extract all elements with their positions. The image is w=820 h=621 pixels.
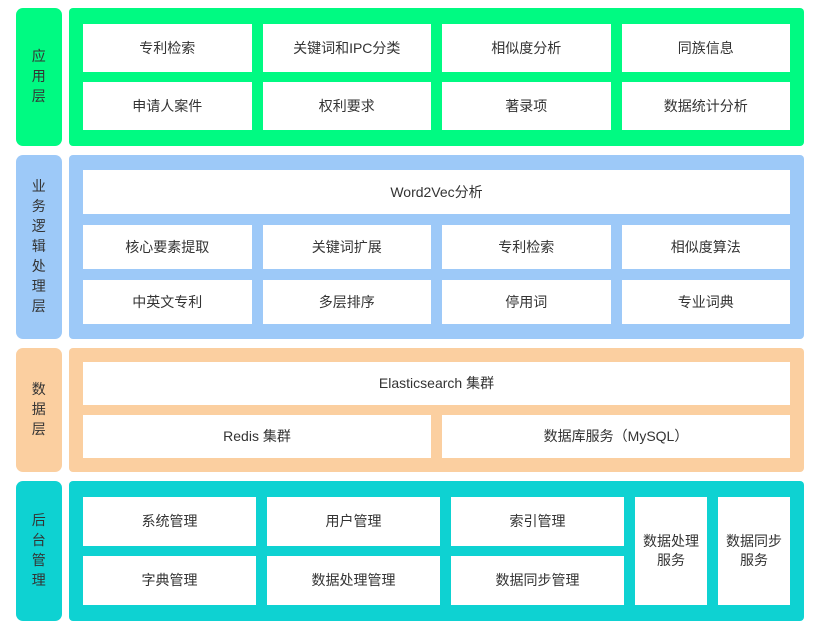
module-box[interactable]: 数据处理管理 [267, 556, 440, 605]
module-box[interactable]: Redis 集群 [83, 415, 431, 458]
module-box[interactable]: 专利检索 [442, 225, 611, 269]
layer-business-logic: 业务逻辑处理层 Word2Vec分析 核心要素提取 关键词扩展 专利检索 相似度… [16, 155, 804, 339]
module-box[interactable]: 数据统计分析 [621, 82, 790, 130]
module-box[interactable]: 关键词扩展 [262, 225, 431, 269]
module-box[interactable]: 申请人案件 [83, 82, 252, 130]
layer-label-data: 数据层 [16, 348, 62, 472]
admin-grid: 系统管理 用户管理 索引管理 字典管理 数据处理管理 数据同步管理 [83, 497, 624, 605]
layer-row: 字典管理 数据处理管理 数据同步管理 [83, 556, 624, 605]
layer-panel-admin: 系统管理 用户管理 索引管理 字典管理 数据处理管理 数据同步管理 数据处理服务… [69, 481, 804, 621]
layer-label-application: 应用层 [16, 8, 62, 146]
layer-label-business-logic-text: 业务逻辑处理层 [31, 178, 47, 314]
layer-admin: 后台管理 系统管理 用户管理 索引管理 字典管理 数据处理管理 数据同步管理 [16, 481, 804, 621]
layer-label-admin-text: 后台管理 [31, 512, 47, 588]
module-box[interactable]: 相似度算法 [621, 225, 790, 269]
module-box[interactable]: 索引管理 [451, 497, 624, 546]
module-box[interactable]: 多层排序 [262, 280, 431, 324]
module-box[interactable]: 专业词典 [621, 280, 790, 324]
layer-row: 中英文专利 多层排序 停用词 专业词典 [83, 280, 790, 324]
layer-row: 申请人案件 权利要求 著录项 数据统计分析 [83, 82, 790, 130]
layer-panel-application: 专利检索 关键词和IPC分类 相似度分析 同族信息 申请人案件 权利要求 著录项… [69, 8, 804, 146]
service-box[interactable]: 数据处理服务 [635, 497, 707, 605]
admin-body: 系统管理 用户管理 索引管理 字典管理 数据处理管理 数据同步管理 数据处理服务… [83, 497, 790, 605]
module-box[interactable]: 用户管理 [267, 497, 440, 546]
module-box[interactable]: 停用词 [442, 280, 611, 324]
module-box[interactable]: 字典管理 [83, 556, 256, 605]
layer-panel-data: Elasticsearch 集群 Redis 集群 数据库服务（MySQL） [69, 348, 804, 472]
module-box[interactable]: 中英文专利 [83, 280, 252, 324]
layer-row: Redis 集群 数据库服务（MySQL） [83, 415, 790, 458]
admin-service-column: 数据处理服务 数据同步服务 [635, 497, 790, 605]
layer-label-application-text: 应用层 [31, 48, 47, 104]
module-box-wide[interactable]: Elasticsearch 集群 [83, 362, 790, 405]
module-box[interactable]: 关键词和IPC分类 [262, 24, 431, 72]
module-box[interactable]: 数据库服务（MySQL） [442, 415, 790, 458]
module-box[interactable]: 系统管理 [83, 497, 256, 546]
layer-label-admin: 后台管理 [16, 481, 62, 621]
layer-label-data-text: 数据层 [31, 381, 47, 437]
service-box[interactable]: 数据同步服务 [718, 497, 790, 605]
module-box-wide[interactable]: Word2Vec分析 [83, 170, 790, 214]
layer-row: 专利检索 关键词和IPC分类 相似度分析 同族信息 [83, 24, 790, 72]
module-box[interactable]: 著录项 [442, 82, 611, 130]
layer-row: 核心要素提取 关键词扩展 专利检索 相似度算法 [83, 225, 790, 269]
module-box[interactable]: 数据同步管理 [451, 556, 624, 605]
module-box[interactable]: 核心要素提取 [83, 225, 252, 269]
layer-data: 数据层 Elasticsearch 集群 Redis 集群 数据库服务（MySQ… [16, 348, 804, 472]
module-box[interactable]: 专利检索 [83, 24, 252, 72]
layer-row: 系统管理 用户管理 索引管理 [83, 497, 624, 546]
module-box[interactable]: 权利要求 [262, 82, 431, 130]
module-box[interactable]: 相似度分析 [442, 24, 611, 72]
module-box[interactable]: 同族信息 [621, 24, 790, 72]
layer-row: Elasticsearch 集群 [83, 362, 790, 405]
layer-label-business-logic: 业务逻辑处理层 [16, 155, 62, 339]
layer-row: Word2Vec分析 [83, 170, 790, 214]
layer-application: 应用层 专利检索 关键词和IPC分类 相似度分析 同族信息 申请人案件 权利要求… [16, 8, 804, 146]
layer-panel-business-logic: Word2Vec分析 核心要素提取 关键词扩展 专利检索 相似度算法 中英文专利… [69, 155, 804, 339]
